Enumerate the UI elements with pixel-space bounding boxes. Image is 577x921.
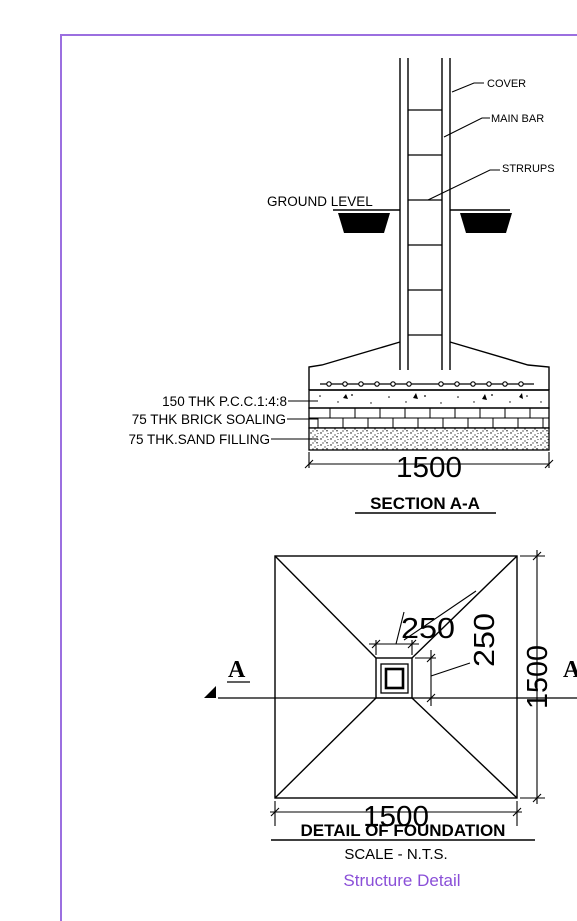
col-width-value: 250 — [401, 613, 455, 645]
brick-joints — [317, 408, 544, 428]
ground-level-hatch — [338, 213, 512, 233]
label-stirrups: STRRUPS — [502, 163, 555, 175]
section-title: SECTION A-A — [370, 494, 480, 513]
section-marker-left: A — [228, 657, 246, 683]
col-height-value: 250 — [469, 613, 501, 667]
label-brick-soling: 75 THK BRICK SOALING — [132, 412, 286, 427]
plan-dimensions — [270, 550, 545, 826]
plan-side-value: 1500 — [522, 645, 554, 709]
scale-note: SCALE - N.T.S. — [344, 846, 447, 863]
main-bar-circles — [326, 381, 524, 387]
label-sand-filling: 75 THK.SAND FILLING — [128, 432, 270, 447]
section-width-dimension — [304, 452, 554, 469]
foundation-plan — [218, 555, 577, 799]
label-pcc: 150 THK P.C.C.1:4:8 — [162, 394, 287, 409]
label-ground-level: GROUND LEVEL — [267, 194, 373, 209]
stirrup-lines — [408, 109, 442, 336]
pcc-aggregate — [319, 393, 542, 404]
label-cover: COVER — [487, 78, 526, 90]
foundation-title: DETAIL OF FOUNDATION — [301, 821, 506, 840]
section-marker-right: A — [563, 657, 577, 683]
section-leaders — [271, 82, 500, 440]
section-width-value: 1500 — [396, 452, 462, 484]
drawing-frame — [60, 34, 577, 921]
section-a-a — [308, 58, 550, 451]
section-arrow-left — [204, 686, 216, 698]
label-main-bar: MAIN BAR — [491, 113, 544, 125]
sheet-caption: Structure Detail — [343, 871, 460, 890]
plan-bottom-value: 1500 — [363, 801, 429, 833]
